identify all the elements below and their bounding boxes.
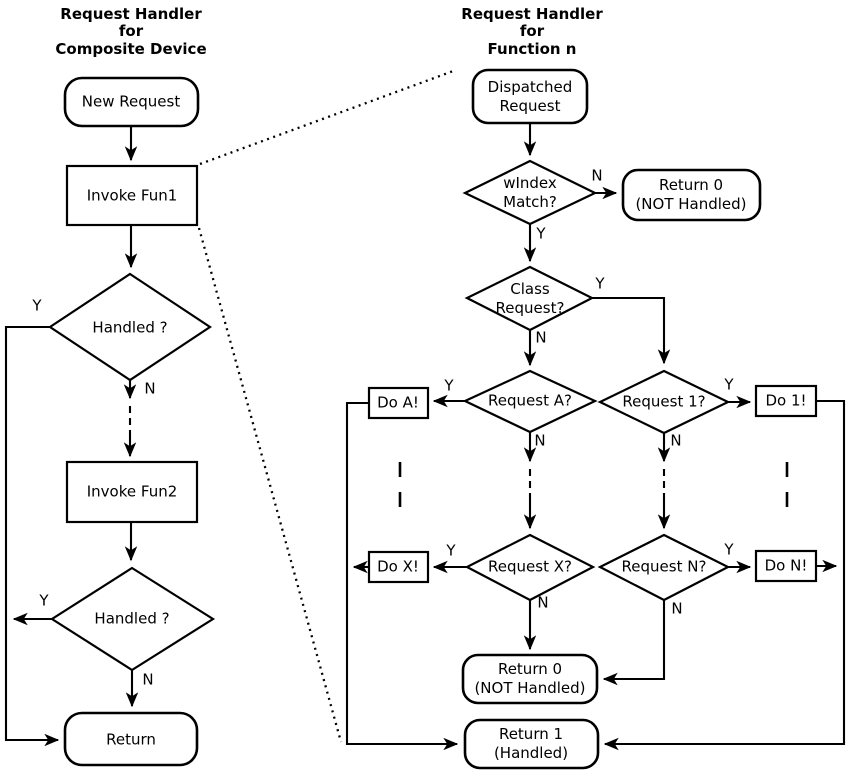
node-request-x-decision bbox=[464, 533, 596, 602]
title-composite-device: Request Handler for Composite Device bbox=[55, 5, 207, 58]
node-new-request bbox=[63, 76, 200, 128]
label-invoke-fun2: Invoke Fun2 bbox=[86, 482, 178, 501]
branch-yes-request-1: Y bbox=[724, 375, 734, 394]
label-request-n: Request N? bbox=[621, 557, 707, 576]
node-invoke-fun1 bbox=[65, 164, 199, 227]
node-handled-2-decision bbox=[49, 566, 216, 672]
label-do-1: Do 1! bbox=[765, 391, 807, 410]
branch-yes-handled1: Y bbox=[32, 296, 42, 315]
label-do-x: Do X! bbox=[377, 557, 419, 576]
branch-no-windex: N bbox=[591, 166, 603, 185]
title-function-n: Request Handler for Function n bbox=[461, 5, 603, 58]
label-request-a: Request A? bbox=[488, 391, 572, 410]
label-new-request: New Request bbox=[81, 92, 181, 111]
label-class-request: Class Request? bbox=[495, 279, 565, 317]
branch-yes-class: Y bbox=[595, 274, 605, 293]
node-class-request-decision bbox=[464, 265, 595, 332]
label-dispatched-request: Dispatched Request bbox=[487, 77, 573, 115]
edge-class-yes-to-request1 bbox=[592, 296, 671, 365]
branch-yes-handled2: Y bbox=[39, 591, 49, 610]
edge-requestn-no-to-return0 bbox=[602, 600, 666, 686]
label-request-1: Request 1? bbox=[622, 392, 706, 411]
branch-yes-request-a: Y bbox=[444, 376, 454, 395]
node-return1-handled bbox=[463, 718, 600, 770]
label-handled-1: Handled ? bbox=[92, 318, 168, 337]
zoom-link-top-dotted-line bbox=[199, 68, 457, 166]
label-request-x: Request X? bbox=[488, 557, 572, 576]
branch-yes-request-n: Y bbox=[724, 540, 734, 559]
branch-yes-windex: Y bbox=[536, 224, 546, 243]
node-handled-1-decision bbox=[48, 272, 212, 382]
node-return0-not-handled-bottom bbox=[461, 653, 599, 705]
edge-do1-to-return1 bbox=[603, 399, 846, 751]
node-do-1 bbox=[754, 384, 818, 418]
node-dispatched-request bbox=[471, 68, 589, 125]
branch-no-class: N bbox=[535, 328, 547, 347]
label-return: Return bbox=[106, 730, 156, 749]
label-return0-bottom: Return 0 (NOT Handled) bbox=[474, 659, 586, 697]
node-return bbox=[63, 711, 199, 767]
node-return0-not-handled-top bbox=[621, 168, 762, 222]
label-invoke-fun1: Invoke Fun1 bbox=[86, 186, 178, 205]
node-do-n bbox=[754, 549, 818, 583]
node-do-x bbox=[367, 550, 430, 584]
branch-no-handled2: N bbox=[142, 670, 154, 689]
node-do-a bbox=[367, 386, 430, 420]
node-windex-match-decision bbox=[462, 159, 598, 226]
zoom-link-bottom-dotted-line bbox=[197, 227, 343, 743]
branch-no-request-x: N bbox=[537, 593, 549, 612]
label-return1: Return 1 (Handled) bbox=[493, 724, 569, 762]
label-do-n: Do N! bbox=[764, 556, 808, 575]
branch-no-request-a: N bbox=[534, 431, 546, 450]
branch-yes-request-x: Y bbox=[446, 541, 456, 560]
label-handled-2: Handled ? bbox=[94, 609, 170, 628]
node-request-n-decision bbox=[597, 533, 731, 602]
edge-handled1-yes-to-return bbox=[4, 325, 60, 747]
node-request-a-decision bbox=[462, 369, 598, 434]
branch-no-handled1: N bbox=[144, 379, 156, 398]
node-request-1-decision bbox=[597, 369, 731, 435]
label-do-a: Do A! bbox=[377, 393, 419, 412]
node-invoke-fun2 bbox=[65, 460, 199, 524]
branch-no-request-1: N bbox=[670, 431, 682, 450]
label-windex-match: wIndex Match? bbox=[503, 173, 557, 211]
label-return0-top: Return 0 (NOT Handled) bbox=[635, 175, 747, 213]
edge-doa-to-return1 bbox=[345, 401, 459, 751]
branch-no-request-n: N bbox=[671, 599, 683, 618]
